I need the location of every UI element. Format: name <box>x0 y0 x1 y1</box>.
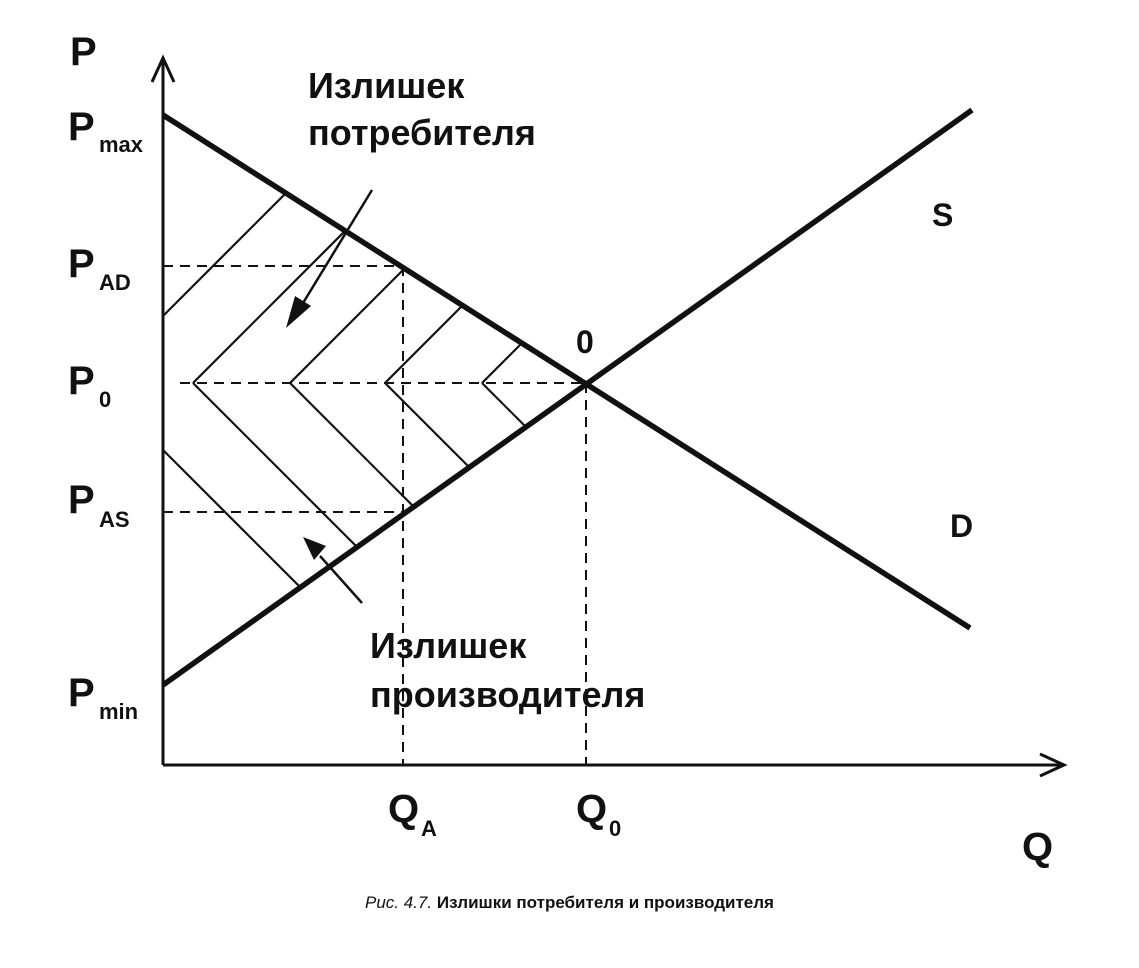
tick-p-0: P 0 <box>68 359 111 412</box>
supply-curve <box>161 107 974 688</box>
svg-text:Q: Q <box>388 787 419 831</box>
tick-q-0: Q 0 <box>576 787 621 841</box>
svg-text:P: P <box>68 478 95 522</box>
svg-text:0: 0 <box>99 387 111 412</box>
x-axis-arrow <box>1039 752 1068 778</box>
producer-surplus-label-line1: Излишек <box>370 625 527 666</box>
tick-q-a: Q A <box>388 787 437 841</box>
svg-text:A: A <box>421 816 437 841</box>
caption-text: Излишки потребителя и производителя <box>436 893 774 912</box>
svg-text:Q: Q <box>576 787 607 831</box>
consumer-surplus-label-line2: потребителя <box>308 112 536 153</box>
svg-text:P: P <box>68 671 95 715</box>
reference-lines <box>163 265 587 765</box>
svg-text:P: P <box>68 105 95 149</box>
svg-text:0: 0 <box>609 816 621 841</box>
x-axis-label: Q <box>1022 825 1053 869</box>
caption-number: Рис. 4.7. <box>365 893 433 912</box>
consumer-surplus-hatching <box>163 115 586 383</box>
tick-p-as: P AS <box>68 478 130 532</box>
tick-p-max: P max <box>68 105 144 157</box>
equilibrium-label: 0 <box>576 324 594 360</box>
svg-text:AD: AD <box>99 270 131 295</box>
svg-text:max: max <box>99 132 144 157</box>
svg-text:P: P <box>68 359 95 403</box>
figure-caption: Рис. 4.7. Излишки потребителя и производ… <box>0 893 1139 913</box>
demand-curve <box>161 112 972 631</box>
tick-p-min: P min <box>68 671 138 724</box>
producer-surplus-arrow <box>303 537 363 604</box>
tick-p-ad: P AD <box>68 242 131 295</box>
y-axis-arrow <box>150 54 176 83</box>
svg-text:min: min <box>99 699 138 724</box>
demand-label: D <box>950 508 973 544</box>
y-axis-label: P <box>70 30 97 74</box>
supply-label: S <box>932 197 953 233</box>
consumer-surplus-label-line1: Излишек <box>308 65 465 106</box>
producer-surplus-label-line2: производителя <box>370 674 645 715</box>
consumer-surplus-arrow <box>286 189 374 328</box>
svg-text:AS: AS <box>99 507 130 532</box>
axes <box>150 54 1068 778</box>
svg-text:P: P <box>68 242 95 286</box>
